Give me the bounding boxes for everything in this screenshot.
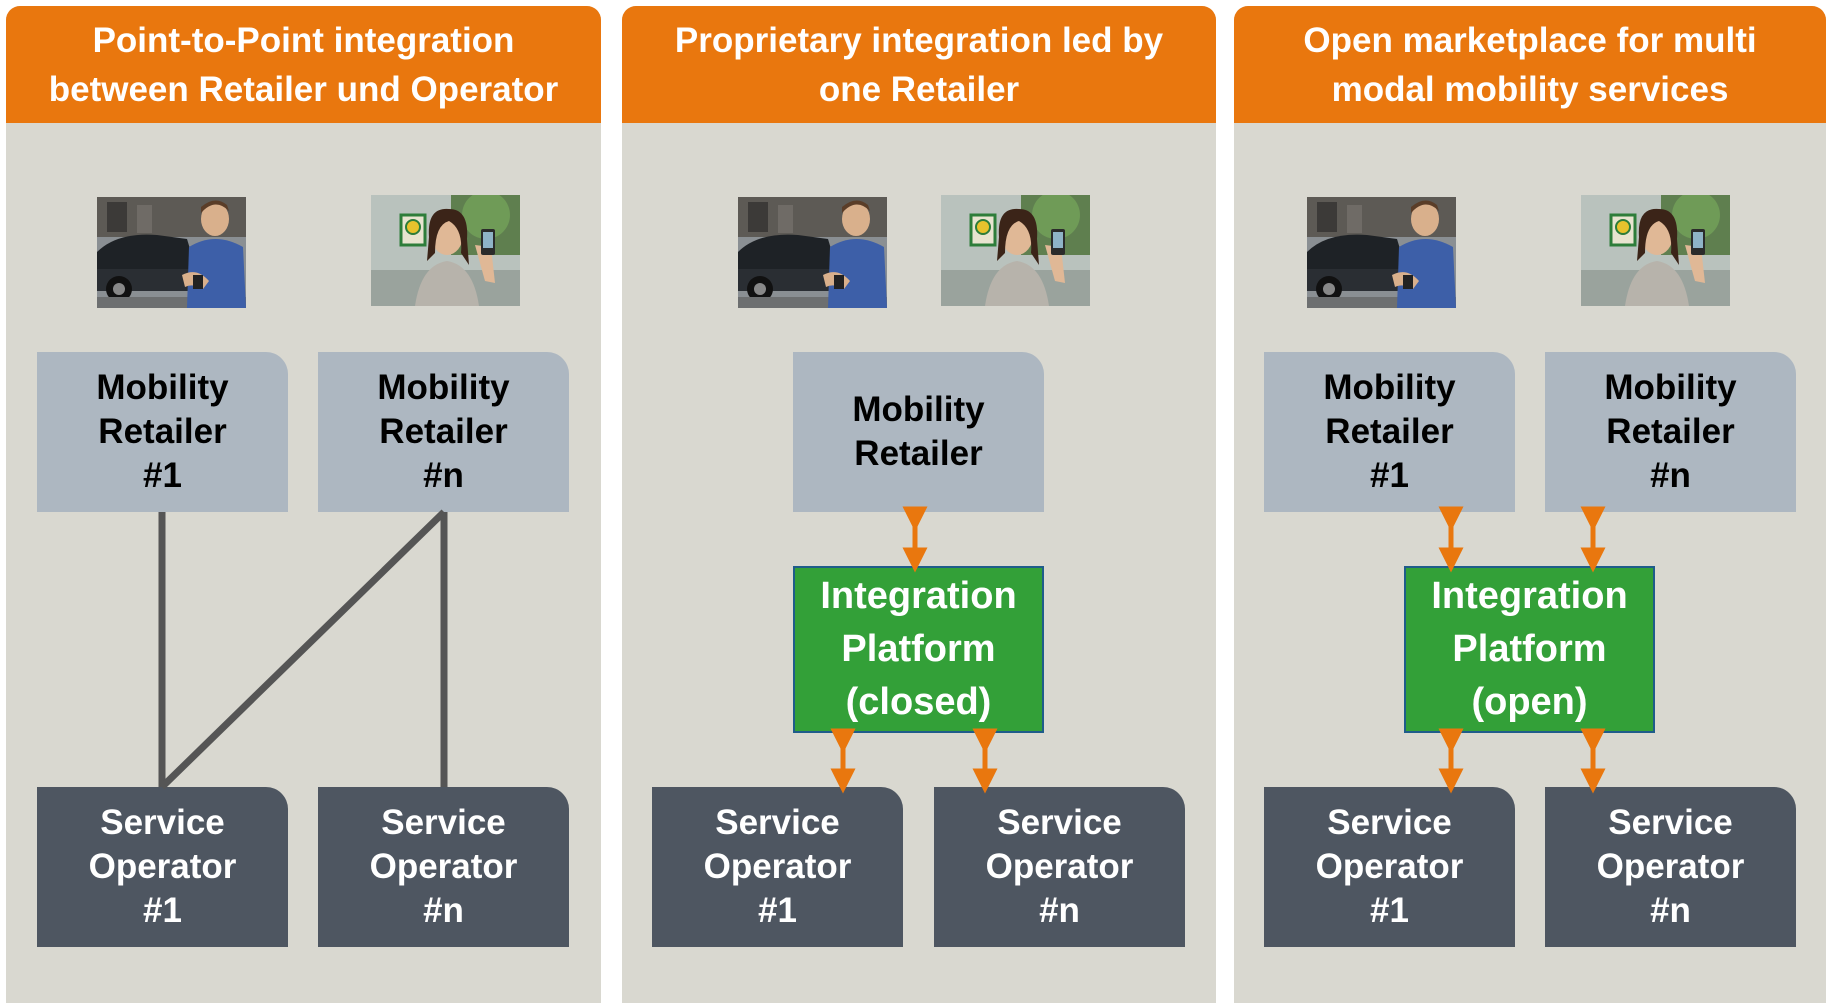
service-operator-n: Service Operator #n xyxy=(1545,787,1796,947)
mobility-retailer-n: Mobility Retailer #n xyxy=(318,352,569,512)
service-operator-n: Service Operator #n xyxy=(934,787,1185,947)
man-with-phone-photo xyxy=(97,197,246,308)
service-operator-1: Service Operator #1 xyxy=(37,787,288,947)
mobility-retailer-1: Mobility Retailer #1 xyxy=(1264,352,1515,512)
panel-title: Open marketplace for multi modal mobilit… xyxy=(1234,6,1826,123)
man-with-phone-photo xyxy=(1307,197,1456,308)
woman-with-phone-photo xyxy=(1581,195,1730,306)
integration-platform-closed: Integration Platform (closed) xyxy=(793,566,1044,733)
panel-title: Point-to-Point integration between Retai… xyxy=(6,6,601,123)
woman-with-phone-photo xyxy=(941,195,1090,306)
service-operator-n: Service Operator #n xyxy=(318,787,569,947)
mobility-retailer-1: Mobility Retailer #1 xyxy=(37,352,288,512)
service-operator-1: Service Operator #1 xyxy=(652,787,903,947)
integration-platform-open: Integration Platform (open) xyxy=(1404,566,1655,733)
service-operator-1: Service Operator #1 xyxy=(1264,787,1515,947)
woman-with-phone-photo xyxy=(371,195,520,306)
panel-title: Proprietary integration led by one Retai… xyxy=(622,6,1216,123)
man-with-phone-photo xyxy=(738,197,887,308)
mobility-retailer-n: Mobility Retailer #n xyxy=(1545,352,1796,512)
mobility-retailer: Mobility Retailer xyxy=(793,352,1044,512)
